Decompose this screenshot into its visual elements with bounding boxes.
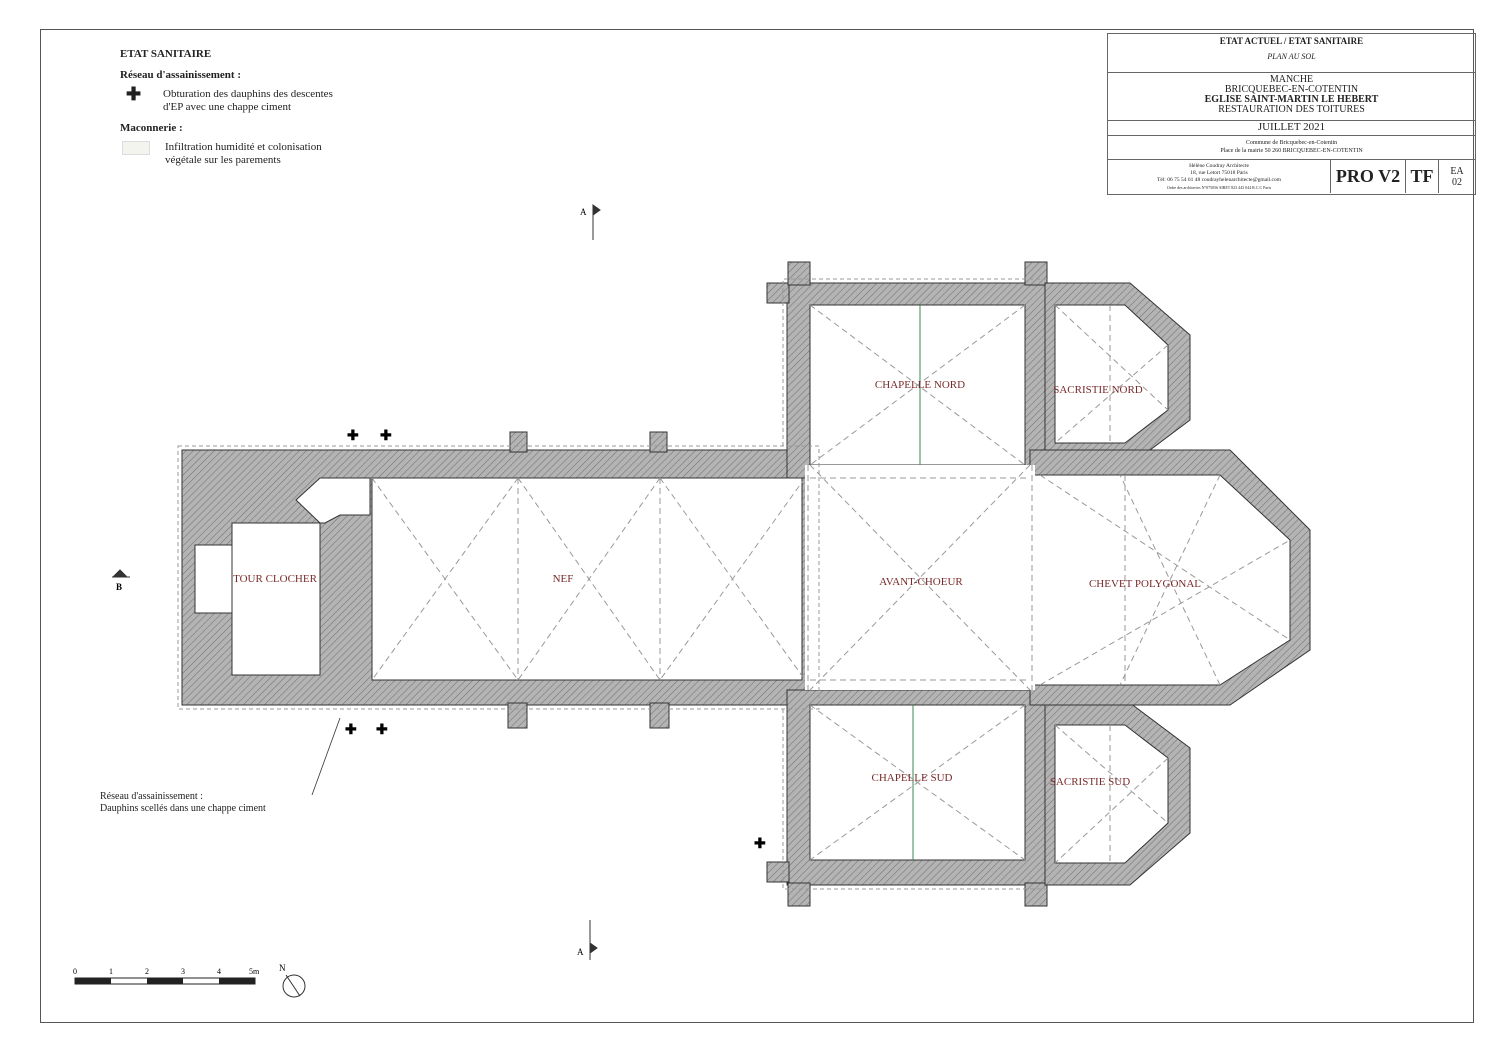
scale-tick: 4 xyxy=(217,967,221,976)
legend-item-text: végétale sur les parements xyxy=(165,154,281,166)
plus-icon: ✚ xyxy=(380,429,392,444)
plus-icon: ✚ xyxy=(347,429,359,444)
note-line: Réseau d'assainissement : xyxy=(100,791,203,802)
legend-section-drainage: Réseau d'assainissement : xyxy=(120,69,242,81)
date: JUILLET 2021 xyxy=(1108,121,1475,136)
room-interiors xyxy=(194,304,1291,864)
room-label-chapelle-sud: CHAPELLE SUD xyxy=(872,772,953,784)
section-markers: A A B xyxy=(112,204,601,960)
legend-title: ETAT SANITAIRE xyxy=(120,48,212,60)
scale-tick: 0 xyxy=(73,967,77,976)
room-label-sacristie-nord: SACRISTIE NORD xyxy=(1053,384,1143,396)
plus-icon: ✚ xyxy=(126,84,142,104)
architect-contact: Tél: 06 75 54 61 48 coudrayhelenarchitec… xyxy=(1156,176,1282,183)
sheet-subtitle: PLAN AU SOL xyxy=(1267,52,1316,61)
plus-icon: ✚ xyxy=(345,723,357,738)
architect: Hélène Coudray Architecte xyxy=(1189,162,1249,169)
room-label-chevet: CHEVET POLYGONAL xyxy=(1089,578,1201,590)
note-line: Dauphins scellés dans une chappe ciment xyxy=(100,803,266,814)
architect-registration: Ordre des architectes N°075056 SIRET 823… xyxy=(1166,184,1272,190)
client: Commune de Bricquebec-en-Cotentin xyxy=(1245,140,1338,146)
legend-item-text: d'EP avec une chappe ciment xyxy=(163,101,292,113)
client-address: Place de la mairie 50 260 BRICQUEBEC-EN-… xyxy=(1220,148,1363,154)
room-labels: TOUR CLOCHER NEF AVANT-CHOEUR CHEVET POL… xyxy=(233,379,1201,788)
vault-lines xyxy=(371,304,1291,864)
town: BRICQUEBEC-EN-COTENTIN xyxy=(1224,84,1359,95)
gutter-outline xyxy=(177,278,1049,890)
room-label-nef: NEF xyxy=(553,573,574,585)
architect-address: 18, rue Letort 75018 Paris xyxy=(1190,169,1248,176)
sheet-code: EA xyxy=(1450,165,1464,177)
title-block: ETAT ACTUEL / ETAT SANITAIRE PLAN AU SOL… xyxy=(1107,33,1476,195)
legend-item-text: Infiltration humidité et colonisation xyxy=(165,141,322,153)
scale-bar: 0 1 2 3 4 5m xyxy=(73,967,260,985)
room-label-chapelle-nord: CHAPELLE NORD xyxy=(875,379,965,391)
room-label-avant-choeur: AVANT-CHOEUR xyxy=(879,576,963,588)
legend-section-masonry: Maconnerie : xyxy=(120,122,183,134)
moisture-swatch-icon xyxy=(122,141,150,155)
north-label: N xyxy=(279,963,286,973)
department: MANCHE xyxy=(1269,74,1314,85)
legend: ETAT SANITAIRE Réseau d'assainissement :… xyxy=(120,48,333,173)
drain-note: Réseau d'assainissement : Dauphins scell… xyxy=(100,791,266,815)
scale-tick: 3 xyxy=(181,967,185,976)
room-label-sacristie-sud: SACRISTIE SUD xyxy=(1050,776,1130,788)
building-name: EGLISE SAINT-MARTIN LE HEBERT xyxy=(1204,94,1379,105)
drain-markers: ✚ ✚ ✚ ✚ ✚ xyxy=(345,429,766,852)
phase: PRO V2 xyxy=(1331,160,1406,193)
drawing-frame xyxy=(40,29,1474,1023)
plus-icon: ✚ xyxy=(376,723,388,738)
axis-lines xyxy=(912,305,921,860)
scale-tick: 5m xyxy=(249,967,260,976)
scale-tick: 1 xyxy=(109,967,113,976)
project-name: RESTAURATION DES TOITURES xyxy=(1218,104,1365,115)
scale-tick: 2 xyxy=(145,967,149,976)
sheet-title: ETAT ACTUEL / ETAT SANITAIRE xyxy=(1219,36,1364,46)
sheet-number: 02 xyxy=(1452,176,1462,188)
section-a-top: A xyxy=(580,207,587,217)
lot: TF xyxy=(1406,160,1439,193)
section-b: B xyxy=(116,582,122,592)
section-a-bottom: A xyxy=(577,947,584,957)
north-arrow-icon: N xyxy=(279,963,306,998)
room-label-tour-clocher: TOUR CLOCHER xyxy=(233,573,317,585)
legend-item-text: Obturation des dauphins des descentes xyxy=(163,88,333,100)
plus-icon: ✚ xyxy=(754,837,766,852)
